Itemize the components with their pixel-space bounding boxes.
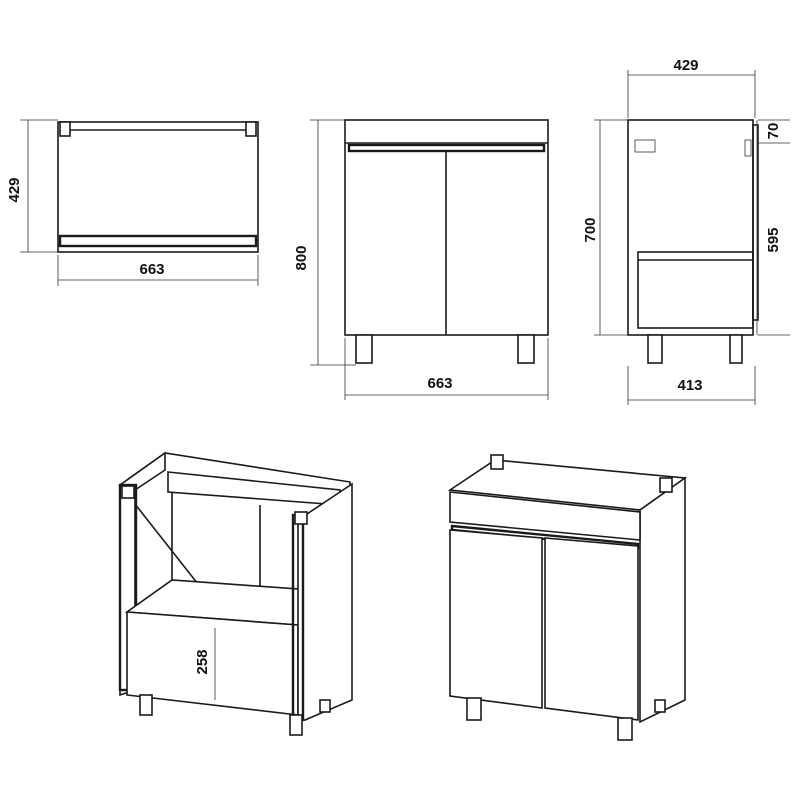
iso-closed-view bbox=[447, 454, 688, 741]
side-view-door-height-label: 595 bbox=[765, 227, 782, 252]
iso-open-shelf-height-label: 258 bbox=[194, 649, 211, 674]
side-view-top-band-label: 70 bbox=[765, 123, 782, 140]
side-view-body-height-label: 700 bbox=[582, 217, 599, 242]
top-view-width-label: 663 bbox=[139, 261, 164, 278]
iso-open-view: 258 bbox=[118, 451, 353, 736]
top-view: 429 663 bbox=[6, 119, 259, 286]
side-view-depth-top-label: 429 bbox=[673, 57, 698, 74]
front-view-height-label: 800 bbox=[293, 245, 310, 270]
front-view: 800 663 bbox=[293, 119, 549, 400]
side-view-depth-bottom-label: 413 bbox=[677, 377, 702, 394]
front-view-width-label: 663 bbox=[427, 375, 452, 392]
top-view-depth-label: 429 bbox=[6, 177, 23, 202]
top-view-outline bbox=[57, 121, 259, 253]
side-view: 429 700 70 595 413 bbox=[582, 57, 790, 405]
